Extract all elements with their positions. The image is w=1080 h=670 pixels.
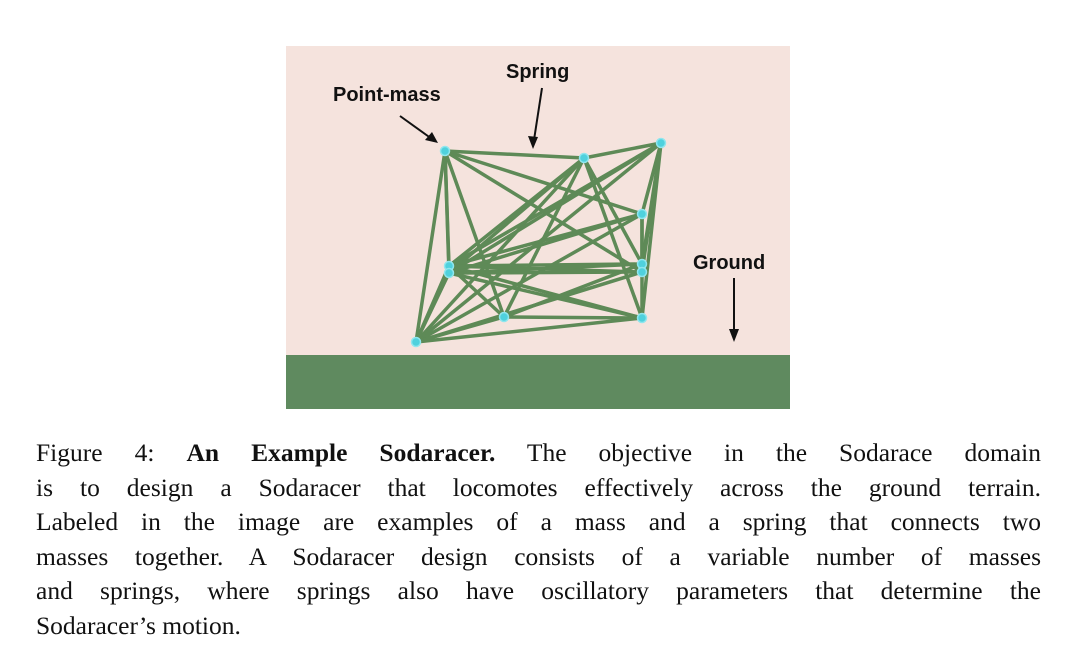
ground	[286, 355, 790, 409]
caption-line-4: masses together. A Sodaracer design cons…	[36, 541, 1041, 571]
spring-7	[443, 149, 506, 319]
point-mass-0	[439, 145, 451, 157]
spring-37	[414, 315, 506, 344]
ground-label: Ground	[693, 252, 766, 274]
point-mass-3	[636, 208, 648, 220]
spring-23	[414, 212, 644, 344]
spring-36	[502, 315, 644, 320]
spring-15	[447, 141, 663, 275]
spring-4	[414, 149, 447, 344]
caption-figure-number: Figure 4:	[36, 438, 187, 467]
point-mass-7	[636, 266, 648, 278]
point-masses	[410, 137, 667, 348]
caption-line-6: Sodaracer’s motion.	[36, 610, 241, 640]
spring-3	[443, 149, 451, 275]
ground-arrowhead	[729, 329, 739, 342]
point-mass-2	[655, 137, 667, 149]
point-mass-10	[410, 336, 422, 348]
spring-arrow	[533, 87, 543, 141]
caption-title: An Example Sodaracer.	[186, 438, 496, 467]
point-mass-1	[578, 152, 590, 164]
spring-27	[447, 270, 644, 275]
spring-0	[443, 149, 586, 160]
caption-line-3: Labeled in the image are examples of a m…	[36, 507, 1041, 536]
sodaracer-diagram	[286, 87, 790, 409]
point-mass-label: Point-mass	[333, 84, 441, 106]
point-mass-arrowhead	[425, 132, 438, 143]
caption-line-1: Figure 4: An Example Sodaracer. The obje…	[36, 436, 1041, 471]
caption-line-2: is to design a Sodaracer that locomotes …	[36, 472, 1041, 502]
spring-30	[447, 264, 506, 319]
spring-29	[447, 271, 644, 320]
figure-caption: Figure 4: An Example Sodaracer. The obje…	[36, 436, 1041, 643]
caption-text: The objective in the Sodarace domain	[495, 438, 1041, 467]
spring-1	[582, 141, 663, 160]
spring-18	[640, 141, 663, 320]
annotation-arrows	[399, 87, 739, 342]
springs	[414, 141, 663, 344]
point-mass-arrow	[399, 115, 433, 140]
caption-line-5: and springs, where springs also have osc…	[36, 576, 1041, 605]
spring-32	[414, 271, 451, 344]
sodaracer-figure: Point-mass Spring Ground	[286, 46, 790, 409]
spring-21	[447, 212, 644, 275]
point-mass-8	[498, 311, 510, 323]
point-mass-9	[636, 312, 648, 324]
point-mass-5	[443, 267, 455, 279]
spring-12	[414, 156, 586, 344]
spring-arrowhead	[528, 136, 538, 149]
spring-label: Spring	[506, 61, 570, 83]
spring-40	[502, 156, 586, 319]
spring-10	[582, 156, 644, 266]
spring-38	[414, 316, 644, 344]
